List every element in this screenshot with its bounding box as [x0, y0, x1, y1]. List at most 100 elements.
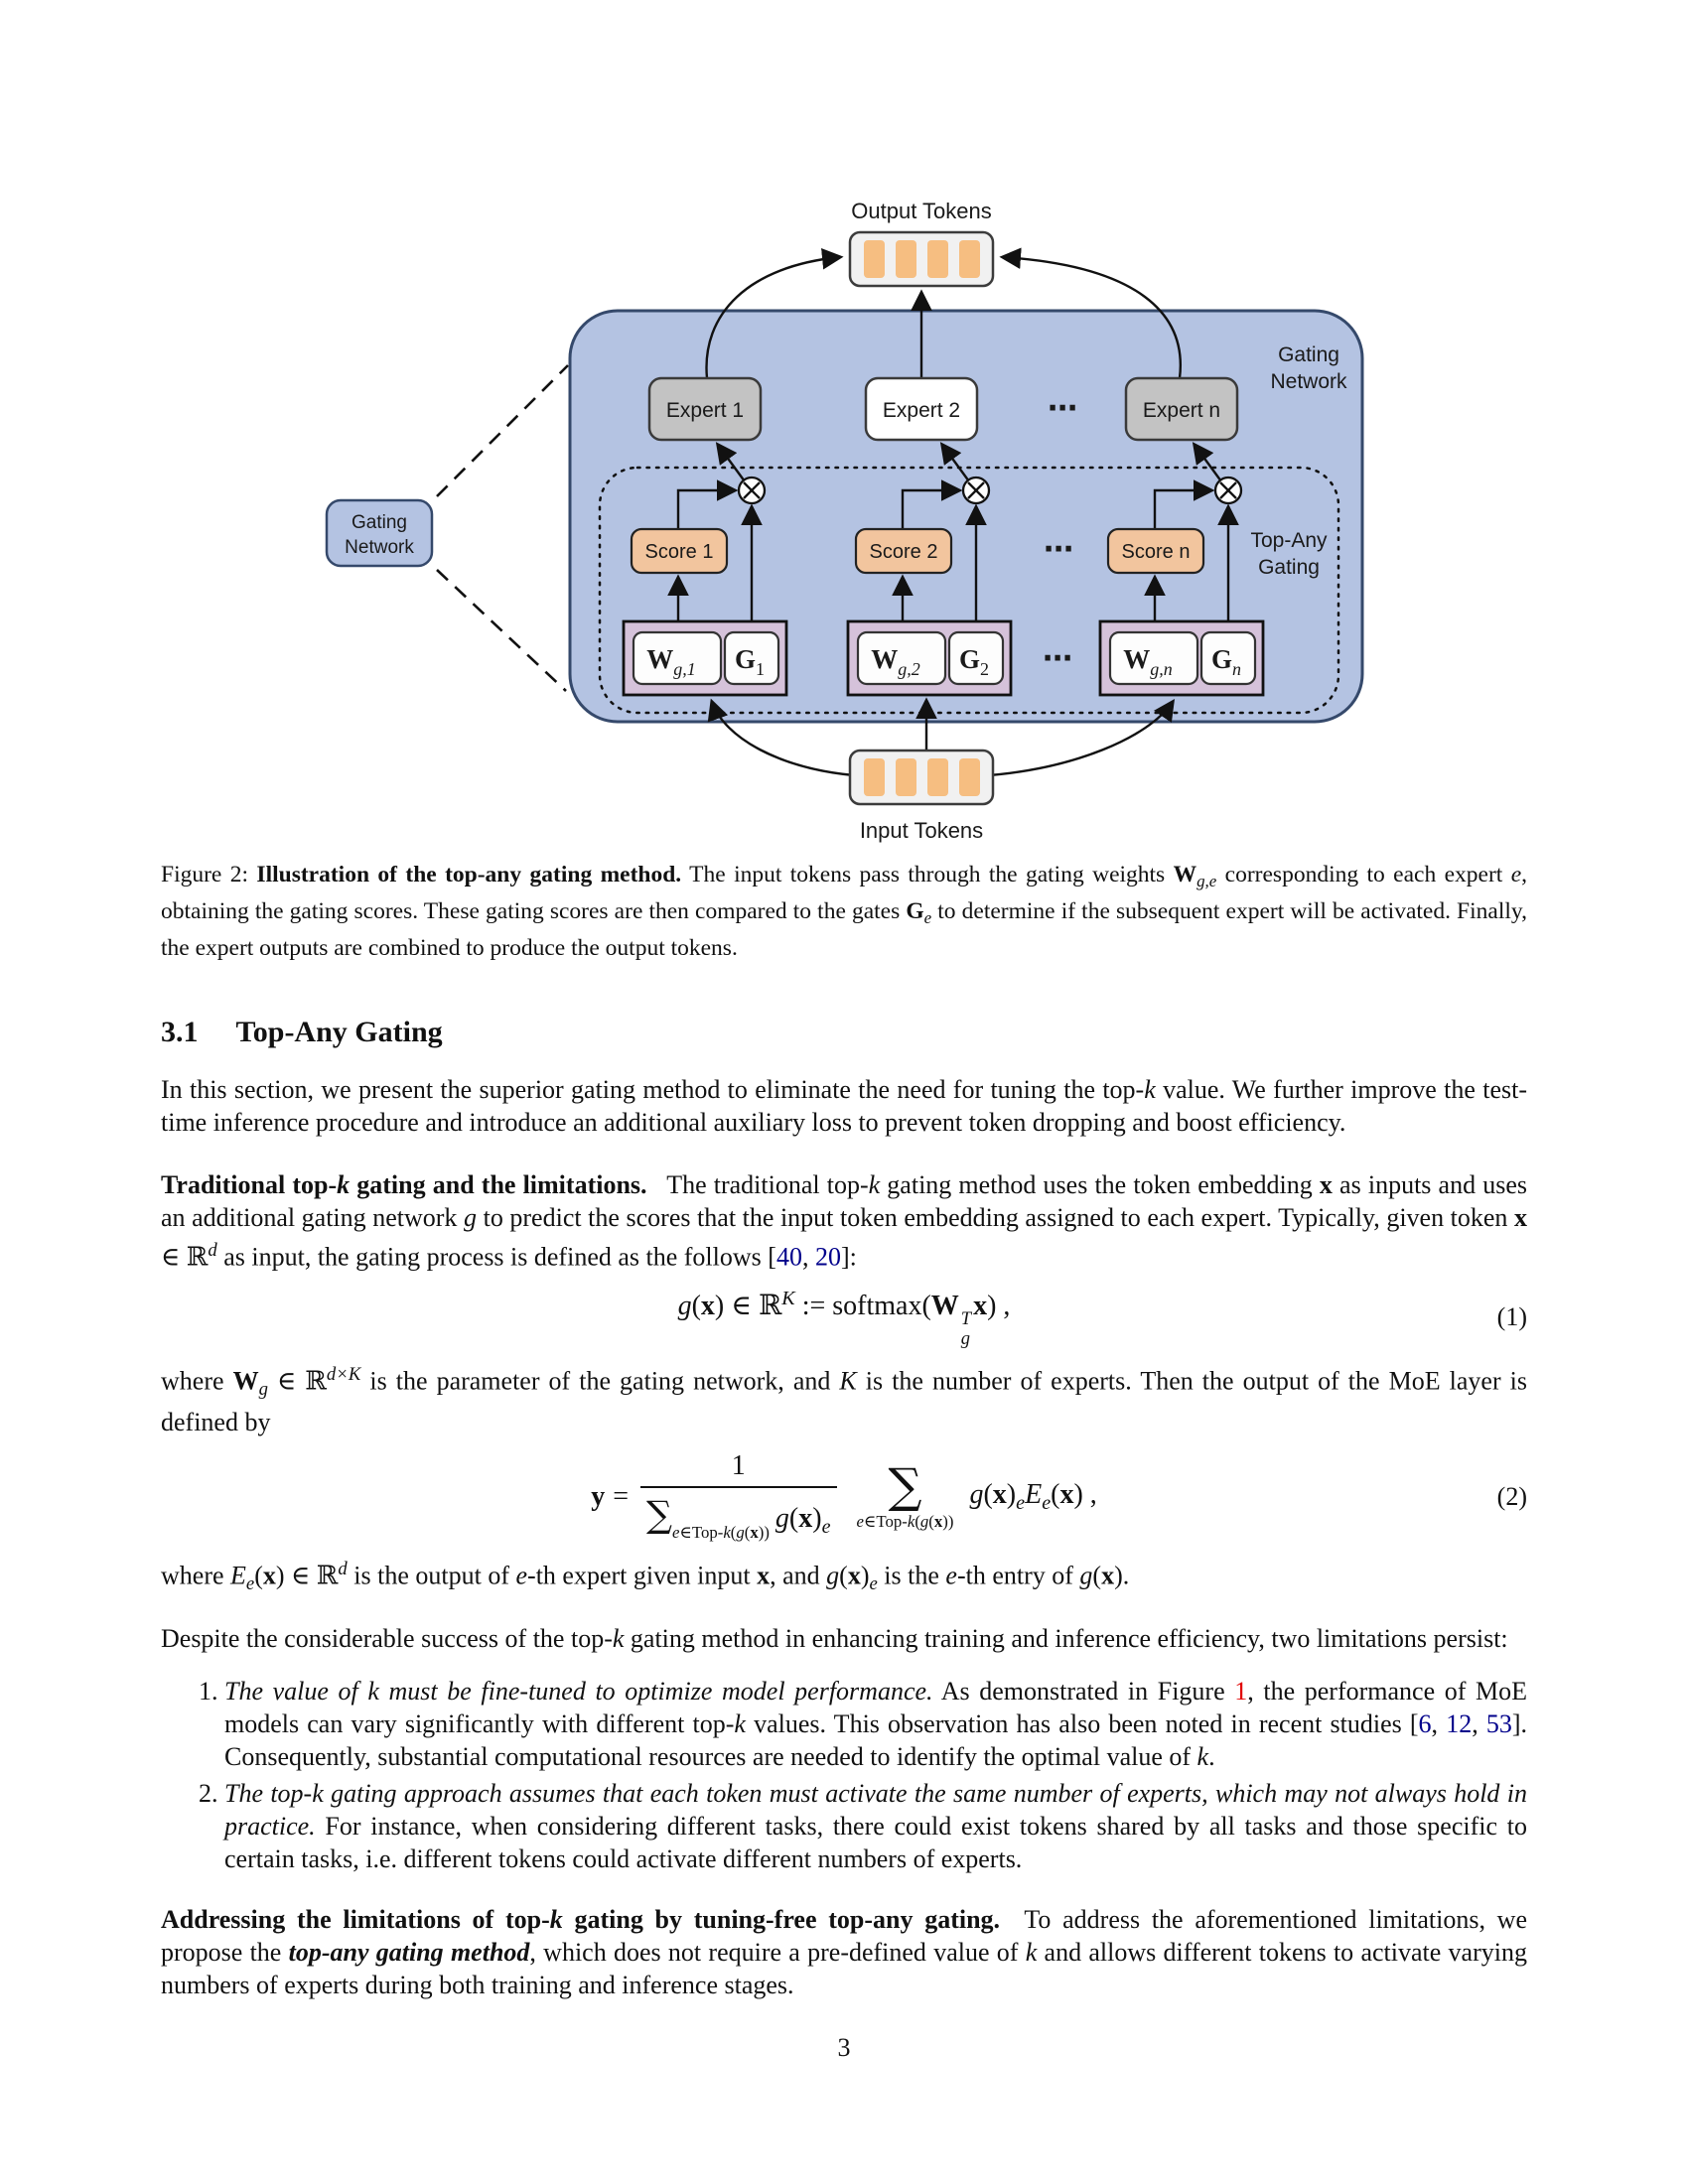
equation-2-number: (2): [1496, 1481, 1527, 1511]
text-run: x: [1101, 1561, 1115, 1590]
side-box-label: Network: [345, 537, 414, 558]
score-n-label: Score n: [1122, 541, 1191, 563]
citation-link[interactable]: 53: [1485, 1709, 1512, 1739]
paragraph-where-w: where Wg ∈ ℝd×K is the parameter of the …: [161, 1358, 1527, 1438]
fraction: 1 ∑e∈Top-k(g(x))g(x)e: [640, 1450, 837, 1543]
text-run: In this section, we present the superior…: [161, 1075, 1145, 1105]
text-run: (: [928, 1512, 934, 1532]
limitations-list: 1.The value of k must be fine-tuned to o…: [161, 1675, 1527, 1875]
ellipsis-experts: ⋯: [1048, 392, 1077, 425]
text-run: ∈Top-: [679, 1523, 724, 1543]
side-box-label: Gating: [352, 512, 407, 533]
gating-network-label: Gating: [1278, 343, 1339, 366]
paragraph-where-e: where Ee(x) ∈ ℝd is the output of e-th e…: [161, 1553, 1527, 1600]
token-bar: [864, 758, 885, 796]
output-tokens-box: [848, 230, 995, 288]
text-run: k: [868, 1170, 881, 1200]
text-run: ∈ ℝ: [267, 1366, 327, 1396]
text-run: Addressing the limitations of top-: [161, 1905, 550, 1935]
expert-n-label: Expert n: [1143, 399, 1220, 422]
text-run: ).: [1114, 1561, 1130, 1590]
text-run: For instance, when considering different…: [224, 1812, 1527, 1874]
text-run: e: [923, 908, 932, 928]
text-run: e: [945, 1561, 957, 1590]
text-run: k: [549, 1905, 563, 1935]
token-bar: [927, 240, 948, 278]
list-item-1: 1.The value of k must be fine-tuned to o…: [161, 1675, 1527, 1773]
text-run: values. This observation has also been n…: [745, 1709, 1419, 1739]
expert-1-label: Expert 1: [666, 399, 744, 422]
text-run: -th entry of: [956, 1561, 1080, 1590]
text-run: ) ∈ ℝ: [275, 1561, 339, 1590]
weight-gate-block-n: Wg,n Gn: [1098, 619, 1265, 697]
text-run: where: [161, 1366, 233, 1396]
text-run: x: [798, 1503, 813, 1535]
weight-n-label: Wg,n: [1123, 644, 1173, 679]
citation-link[interactable]: 20: [814, 1242, 841, 1272]
text-run: G: [906, 898, 924, 925]
text-run: g: [736, 1523, 745, 1543]
token-bar: [864, 240, 885, 278]
text-run: is the parameter of the gating network, …: [360, 1366, 840, 1396]
paragraph-despite: Despite the considerable success of the …: [161, 1622, 1527, 1655]
paragraph-traditional: Traditional top-k gating and the limitat…: [161, 1168, 1527, 1273]
text-run: x: [757, 1561, 771, 1590]
dashed-connector-lines: [436, 364, 569, 692]
text-run: e: [245, 1573, 255, 1595]
top-any-gating-label: Top-Any: [1250, 529, 1328, 552]
text-run: gating method uses the token embedding: [880, 1170, 1320, 1200]
text-run: )): [758, 1523, 770, 1543]
text-run: .: [1208, 1742, 1215, 1772]
equation-2-math: y = 1 ∑e∈Top-k(g(x))g(x)e ∑ e∈Top-k(g(x)…: [591, 1450, 1097, 1543]
expert-1-box: [647, 376, 763, 442]
text-run: e: [515, 1561, 528, 1590]
text-run: (: [983, 1478, 993, 1510]
text-run: k: [1196, 1742, 1209, 1772]
sum-symbol: ∑: [888, 1458, 922, 1514]
text-run: ,: [1472, 1709, 1486, 1739]
text-run: (: [914, 1512, 920, 1532]
paragraph-intro: In this section, we present the superior…: [161, 1073, 1527, 1139]
token-bar: [896, 240, 916, 278]
text-run: e: [869, 1573, 878, 1595]
text-run: d: [338, 1559, 348, 1580]
citation-link[interactable]: 6: [1418, 1709, 1432, 1739]
text-run: k: [734, 1709, 746, 1739]
top-any-gating-label: Gating: [1258, 556, 1320, 579]
figure-ref-link[interactable]: 1: [1234, 1677, 1248, 1706]
text-run: (: [1092, 1561, 1102, 1590]
text-run: gating by tuning-free top-any gating.: [562, 1905, 1001, 1935]
text-run: g: [258, 1379, 268, 1401]
score-n-box: [1106, 527, 1205, 575]
text-run: gating and the limitations.: [350, 1170, 647, 1200]
text-run: K: [839, 1366, 857, 1396]
text-run: E: [1025, 1478, 1043, 1510]
text-run: Traditional top-: [161, 1170, 338, 1200]
text-run: k: [612, 1624, 625, 1654]
text-run: To address the aforementioned limitation…: [161, 1905, 1528, 1968]
text-run: , obtaining the gating scores. These gat…: [161, 862, 1528, 925]
weight-gate-block-1: Wg,1 G1: [622, 619, 788, 697]
citation-link[interactable]: 40: [775, 1242, 802, 1272]
text-run: e: [1016, 1491, 1026, 1514]
text-run: As demonstrated in Figure: [932, 1677, 1235, 1706]
text-run: E: [230, 1561, 246, 1590]
score-1-box: [630, 527, 729, 575]
token-bar: [927, 758, 948, 796]
expert-2-box: [864, 376, 979, 442]
score-1-label: Score 1: [645, 541, 714, 563]
paragraph-addressing: Addressing the limitations of top-k gati…: [161, 1903, 1527, 2001]
text-run: where: [161, 1561, 231, 1590]
text-run: is the: [877, 1561, 946, 1590]
text-run: Figure 2:: [161, 862, 257, 887]
expert-2-label: Expert 2: [883, 399, 960, 422]
text-run: ,: [801, 1242, 815, 1272]
text-run: x: [992, 1478, 1007, 1510]
sum-symbol: ∑: [646, 1493, 672, 1537]
text-run: g,e: [1196, 872, 1217, 891]
text-run: g: [464, 1203, 478, 1233]
citation-link[interactable]: 12: [1446, 1709, 1473, 1739]
multiply-icon: [737, 476, 1243, 505]
text-run: is the output of: [347, 1561, 516, 1590]
